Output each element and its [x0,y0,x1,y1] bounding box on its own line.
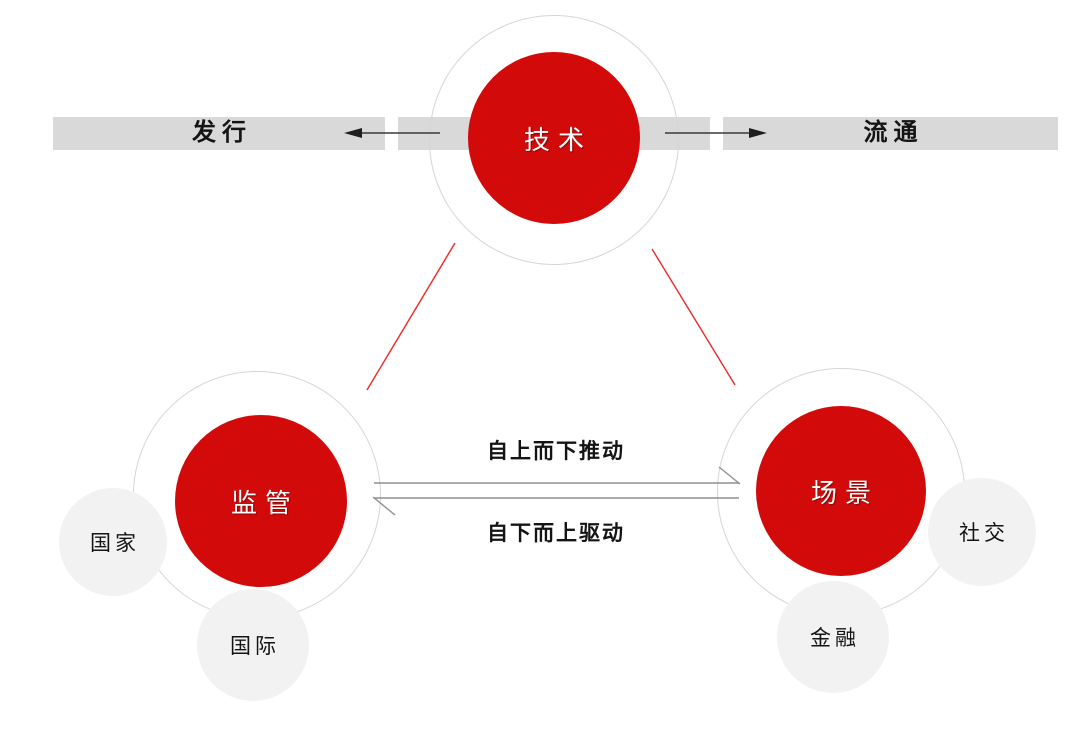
top-down-flow-label: 自上而下推动 [487,439,625,463]
technology-node-label: 技术 [523,125,592,155]
circulation-label: 流通 [863,120,924,146]
satellite-state: 国家 [59,488,167,596]
issuance-bar-segment: 发行 [53,117,385,150]
technology-scenario-connector [651,248,736,386]
regulation-node-label: 监管 [230,488,299,518]
satellite-finance-label: 金融 [810,626,860,650]
scenario-node: 场景 [756,406,926,576]
bottom-up-flow-label: 自下而上驱动 [487,521,625,545]
satellite-international-label: 国际 [230,634,280,658]
satellite-finance: 金融 [777,581,889,693]
issuance-label: 发行 [192,120,252,146]
scenario-node-label: 场景 [810,478,879,508]
satellite-social: 社交 [928,478,1036,586]
circulation-bar-segment: 流通 [723,117,1058,150]
technology-ring [429,15,679,265]
satellite-state-label: 国家 [90,531,140,555]
satellite-international: 国际 [197,589,309,701]
technology-node: 技术 [468,52,640,224]
technology-regulation-connector [366,242,456,391]
satellite-social-label: 社交 [959,521,1009,545]
regulation-node: 监管 [175,415,347,587]
